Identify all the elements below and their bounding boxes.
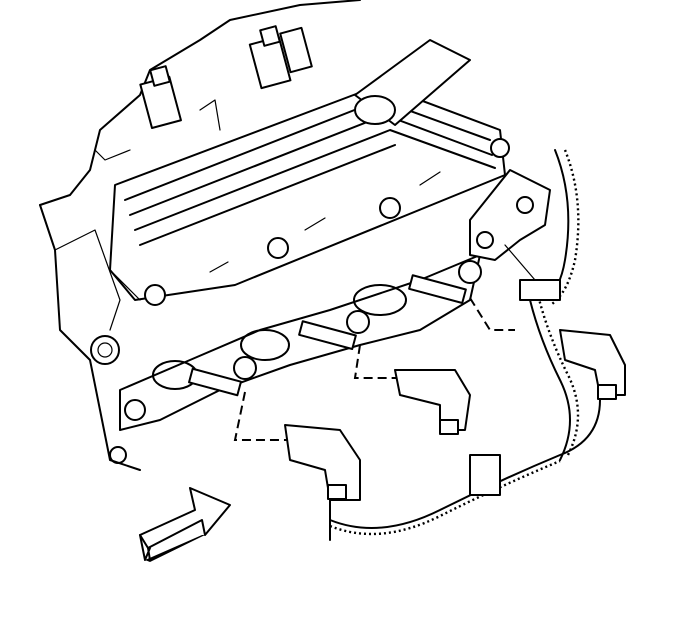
bolt [144, 284, 166, 306]
bolt [379, 197, 401, 219]
bolt [490, 138, 510, 158]
bolt [267, 237, 289, 259]
valve-cover [109, 39, 510, 306]
spark-plug [188, 260, 482, 397]
wiring-harness [329, 149, 601, 541]
harness-bracket [469, 169, 551, 281]
bolt [124, 399, 146, 421]
harness-connector [469, 454, 501, 496]
view-direction-arrow [139, 487, 231, 562]
fuel-injector [94, 25, 313, 161]
alignment-lines [233, 297, 515, 441]
spark-plug-boot [284, 329, 626, 501]
engine-block [39, 0, 361, 471]
harness-connector [519, 279, 561, 301]
